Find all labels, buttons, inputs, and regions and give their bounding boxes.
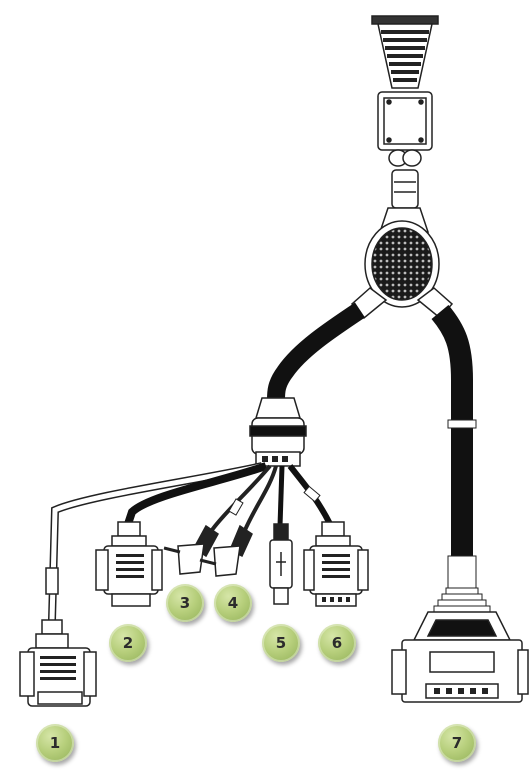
- label-badge-3: 3: [166, 584, 204, 622]
- connector-4-audio-jack: [199, 524, 253, 577]
- y-splitter-hub: [350, 207, 454, 320]
- connector-7-db25: [391, 611, 529, 703]
- top-mount-connector: [371, 15, 439, 209]
- cable-to-breakout: [267, 302, 365, 401]
- label-badge-7: 7: [438, 724, 476, 762]
- label-badge-4: 4: [214, 584, 252, 622]
- connector-1-db9: [19, 567, 97, 707]
- connector-6-db15: [303, 521, 369, 607]
- connector-3-audio-jack: [163, 524, 219, 575]
- breakout-cables: [48, 462, 333, 621]
- connector-2-db9: [95, 521, 163, 607]
- cable-to-connector-7: [431, 304, 491, 613]
- breakout-hub: [249, 397, 307, 467]
- label-badge-1: 1: [36, 724, 74, 762]
- connector-5-usb: [269, 523, 293, 605]
- label-badge-5: 5: [262, 624, 300, 662]
- label-badge-6: 6: [318, 624, 356, 662]
- label-badge-2: 2: [109, 624, 147, 662]
